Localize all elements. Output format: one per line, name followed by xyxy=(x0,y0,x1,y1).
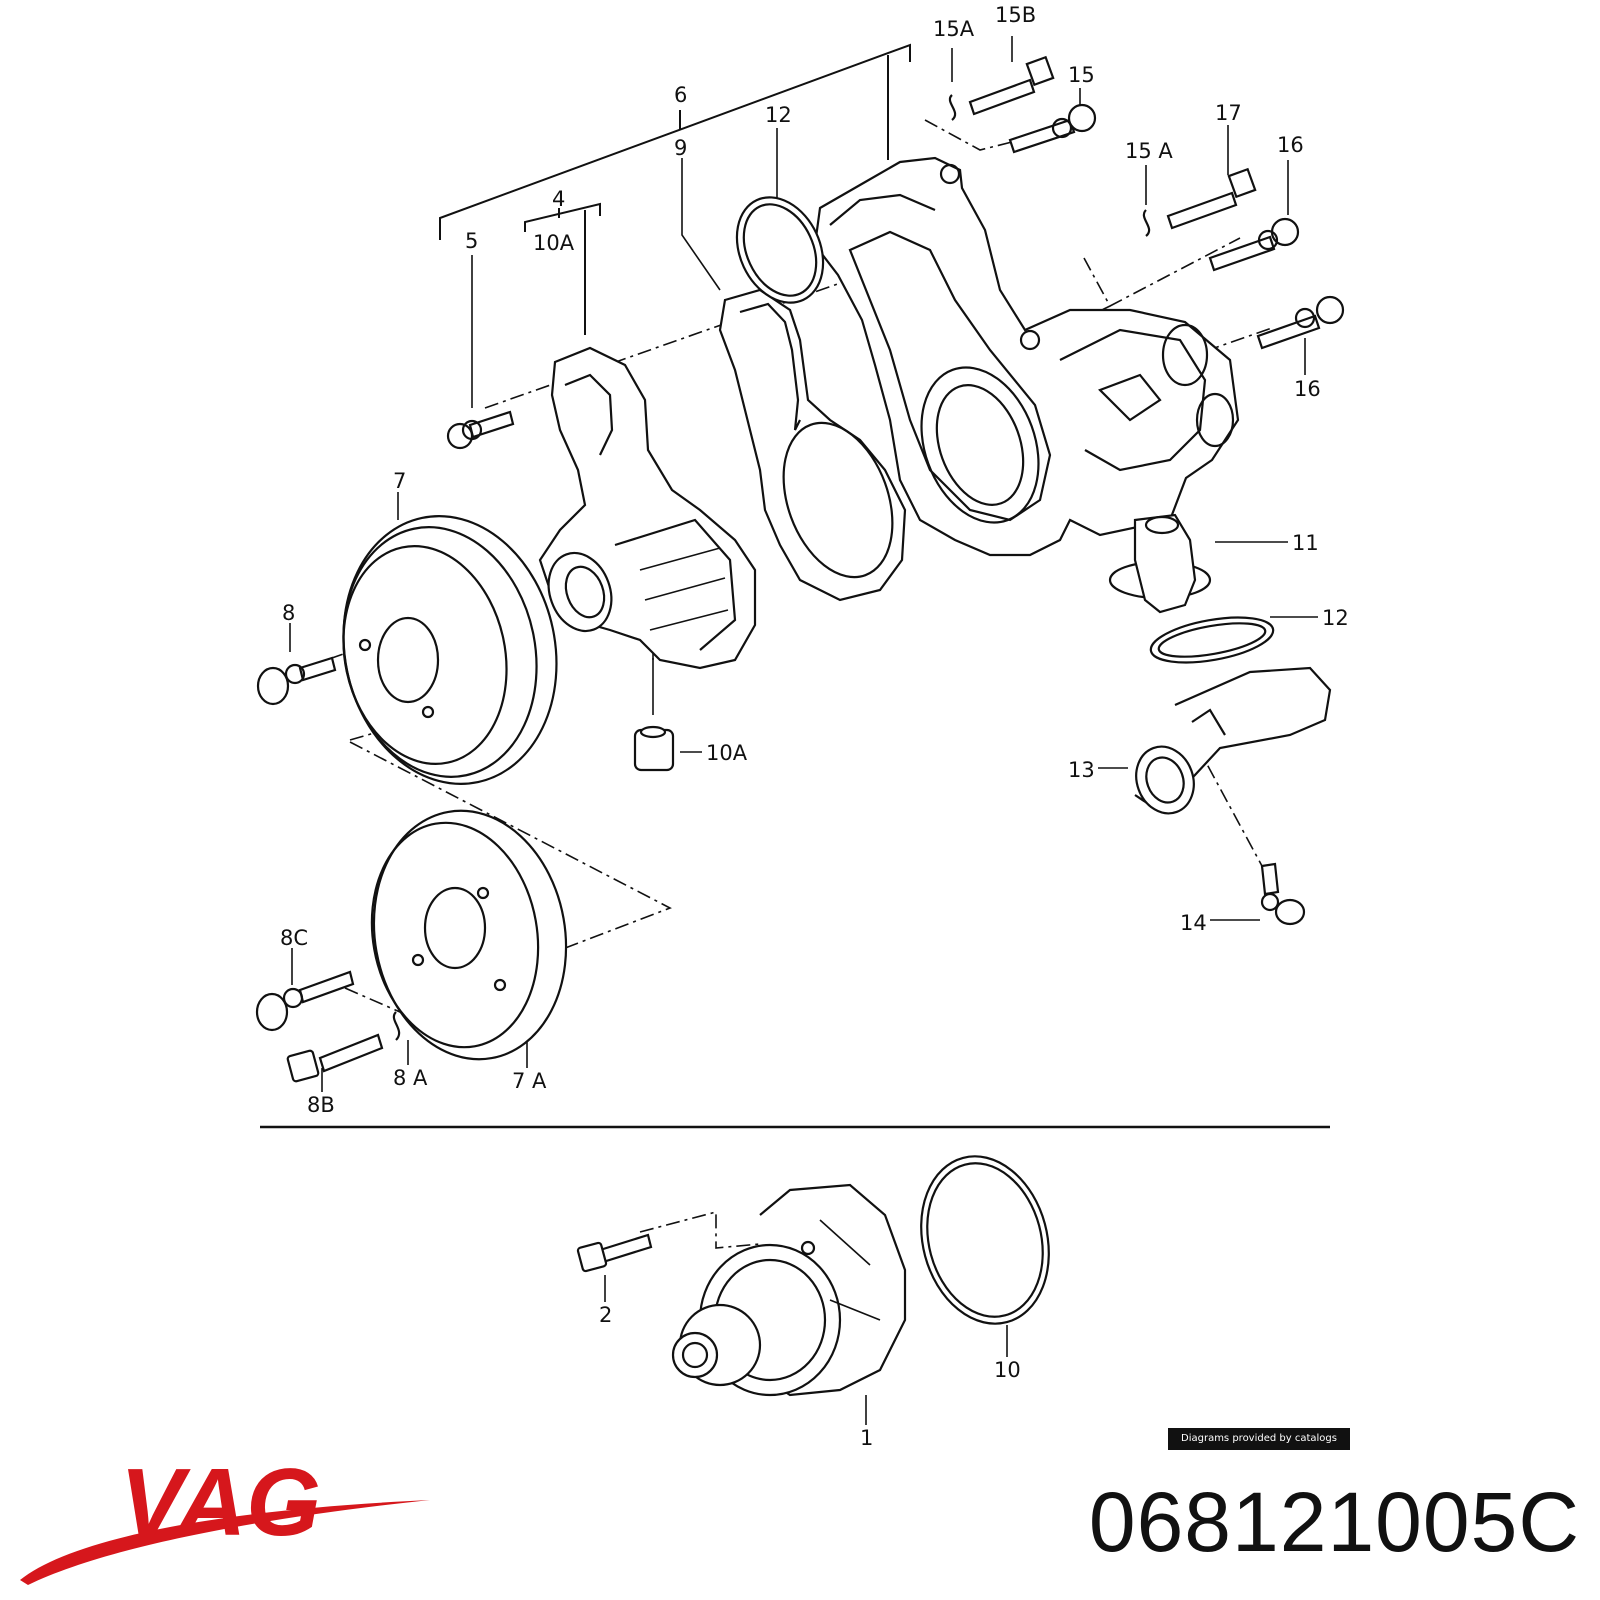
label-15-top: 15 xyxy=(1068,63,1095,87)
label-15b: 15B xyxy=(995,3,1036,27)
water-pump-body xyxy=(538,346,757,670)
coolant-housing xyxy=(813,156,1240,557)
label-16-top: 16 xyxy=(1277,133,1304,157)
bracket-group-4 xyxy=(524,202,601,335)
label-15a-mid: 15 A xyxy=(1125,139,1173,163)
label-10a-bot: 10A xyxy=(706,741,748,765)
label-8: 8 xyxy=(282,601,295,625)
label-1: 1 xyxy=(860,1426,873,1450)
water-pump-1 xyxy=(671,1183,907,1397)
label-8c: 8C xyxy=(280,926,308,950)
diagram-credit-badge: Diagrams provided by catalogs parts xyxy=(1168,1428,1350,1466)
label-16-bot: 16 xyxy=(1294,377,1321,401)
label-9: 9 xyxy=(674,136,687,160)
label-15a-top: 15A xyxy=(933,17,975,41)
part-number: 068121005C xyxy=(1088,1475,1580,1569)
label-12-mid: 12 xyxy=(1322,606,1349,630)
label-11: 11 xyxy=(1292,531,1319,555)
connector-13 xyxy=(1134,666,1332,815)
label-14: 14 xyxy=(1180,911,1207,935)
thermostat-11 xyxy=(1108,513,1212,614)
logo-text: VAG xyxy=(120,1449,321,1556)
gasket-9 xyxy=(718,288,907,602)
pulley-7 xyxy=(342,515,558,785)
label-6: 6 xyxy=(674,83,687,107)
label-8b: 8B xyxy=(307,1093,335,1117)
label-7: 7 xyxy=(393,469,406,493)
label-12-top: 12 xyxy=(765,103,792,127)
vag-logo: VAG xyxy=(20,1449,430,1585)
label-13: 13 xyxy=(1068,758,1095,782)
leader-lines xyxy=(289,36,1318,1425)
label-5: 5 xyxy=(465,229,478,253)
label-17: 17 xyxy=(1215,101,1242,125)
label-10: 10 xyxy=(994,1358,1021,1382)
o-ring-10-inner xyxy=(926,1162,1044,1318)
label-4: 4 xyxy=(552,187,565,211)
bracket-group-6 xyxy=(439,43,911,240)
pulley-7a xyxy=(370,809,568,1061)
gasket-12-mid xyxy=(1149,616,1275,664)
bolts xyxy=(255,55,1345,1273)
o-ring-10 xyxy=(920,1155,1050,1325)
label-8a: 8 A xyxy=(393,1066,428,1090)
label-7a: 7 A xyxy=(512,1069,547,1093)
gasket-12-mid-inner xyxy=(1157,622,1267,658)
label-2: 2 xyxy=(599,1303,612,1327)
label-10a-top: 10A xyxy=(533,231,575,255)
callout-labels: 15A 15B 15 6 12 9 17 16 15 A 4 10A 5 16 … xyxy=(280,3,1349,1450)
o-ring-12-top-inner xyxy=(742,203,818,297)
